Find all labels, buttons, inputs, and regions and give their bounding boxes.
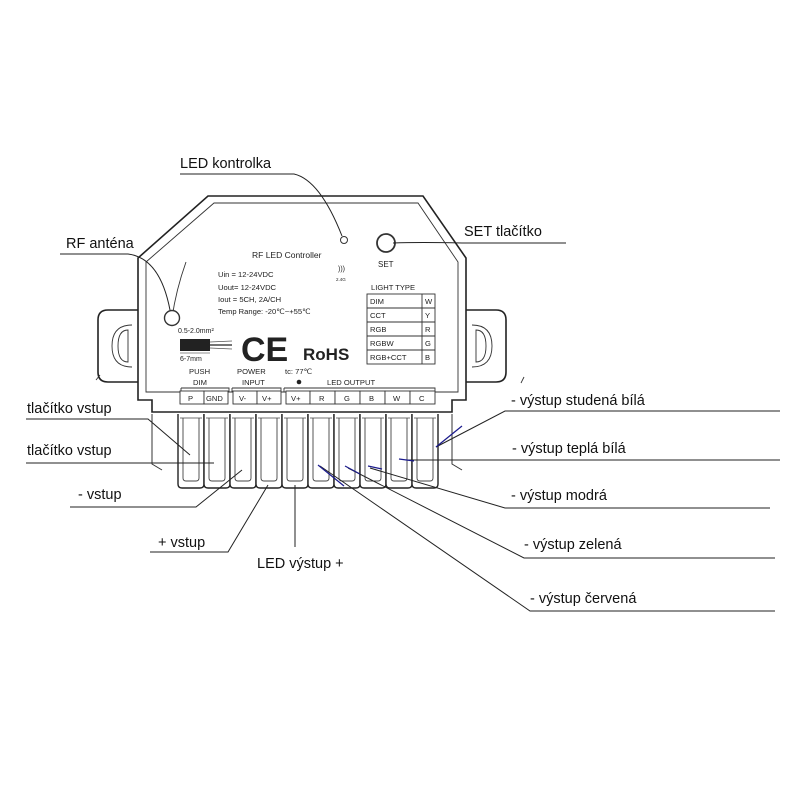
spec-line-4: Temp Range: -20℃~+55℃ [218, 307, 311, 316]
spec-line-1: Uin = 12-24VDC [218, 270, 274, 279]
terminal-block [203, 414, 231, 489]
terminal-block [255, 414, 283, 489]
terminal-block [177, 414, 205, 489]
ce-mark: CE [241, 331, 288, 369]
callout-out-blue: - výstup modrá [511, 488, 608, 504]
leader-lines [26, 173, 780, 612]
terminal-block [333, 414, 361, 489]
terminal-side-post [151, 414, 163, 471]
light-type-code: B [425, 353, 430, 362]
terminal-block [229, 414, 257, 489]
left-mounting-tab [97, 309, 138, 383]
light-type-name: RGB+CCT [370, 353, 407, 362]
right-mounting-tab [466, 309, 507, 383]
terminal-label: V- [239, 394, 247, 403]
callout-led-indicator: LED kontrolka [180, 156, 272, 172]
callout-plus-input: + vstup [158, 535, 205, 551]
terminal-label: W [393, 394, 401, 403]
terminal-label: R [319, 394, 325, 403]
terminal-block [307, 414, 335, 489]
terminal-label: P [188, 394, 193, 403]
terminal-label: GND [206, 394, 223, 403]
light-type-name: RGBW [370, 339, 394, 348]
callout-out-green: - výstup zelená [524, 537, 622, 553]
terminal-label: G [344, 394, 350, 403]
light-type-code: Y [425, 311, 430, 320]
callout-rf-antenna: RF anténa [66, 236, 135, 252]
terminal-blocks [151, 414, 463, 489]
callout-out-warm-white: - výstup teplá bílá [512, 441, 627, 457]
led-indicator-icon [340, 236, 348, 244]
rohs-mark: RoHS [303, 345, 349, 364]
set-button-icon[interactable] [376, 233, 396, 253]
leader-endpoints [317, 425, 463, 487]
tc-label: tc: 77℃ [285, 367, 313, 376]
light-type-code: G [425, 339, 431, 348]
light-type-title: LIGHT TYPE [371, 283, 415, 292]
terminal-label: C [419, 394, 425, 403]
callout-set-button: SET tlačítko [464, 224, 542, 240]
terminal-row: P GND V- V+ V+ R G B W C [179, 390, 436, 405]
frequency-label: 2.4G [336, 277, 346, 282]
spec-line-2: Uout= 12-24VDC [218, 283, 277, 292]
spec-line-3: Iout = 5CH, 2A/CH [218, 295, 281, 304]
group-push-label: PUSH [189, 367, 210, 376]
terminal-label: V+ [291, 394, 301, 403]
group-input-label: INPUT [242, 378, 265, 387]
device-housing [95, 195, 525, 413]
polarity-dot [296, 379, 302, 385]
callout-out-cold-white: - výstup studená bílá [511, 393, 646, 409]
terminal-block [281, 414, 309, 489]
terminal-side-post [451, 414, 463, 471]
group-dim-label: DIM [193, 378, 207, 387]
light-type-code: R [425, 325, 431, 334]
terminal-block [411, 414, 439, 489]
set-label: SET [378, 260, 394, 269]
callout-button-input-1: tlačítko vstup [27, 401, 112, 417]
device-title: RF LED Controller [252, 250, 322, 260]
callout-button-input-2: tlačítko vstup [27, 443, 112, 459]
light-type-name: RGB [370, 325, 386, 334]
strip-length-label: 6-7mm [180, 356, 202, 363]
wire-gauge-label: 0.5-2.0mm² [178, 328, 214, 335]
callout-led-output-plus: LED výstup + [257, 556, 344, 572]
light-type-table: DIM W CCT Y RGB R RGBW G RGB+CCT B [366, 293, 436, 365]
light-type-code: W [425, 297, 433, 306]
light-type-name: CCT [370, 311, 386, 320]
light-type-name: DIM [370, 297, 384, 306]
rf-antenna-trace [171, 261, 187, 319]
wire-strip-icon [180, 339, 233, 354]
wireless-icon: ))) [338, 266, 345, 273]
callout-out-red: - výstup červená [530, 591, 637, 607]
callout-minus-input: - vstup [78, 487, 122, 503]
terminal-label: V+ [262, 394, 272, 403]
group-output-label: LED OUTPUT [327, 378, 375, 387]
rf-antenna-pad [163, 309, 181, 327]
terminal-label: B [369, 394, 374, 403]
group-power-label: POWER [237, 367, 266, 376]
terminal-block [359, 414, 387, 489]
